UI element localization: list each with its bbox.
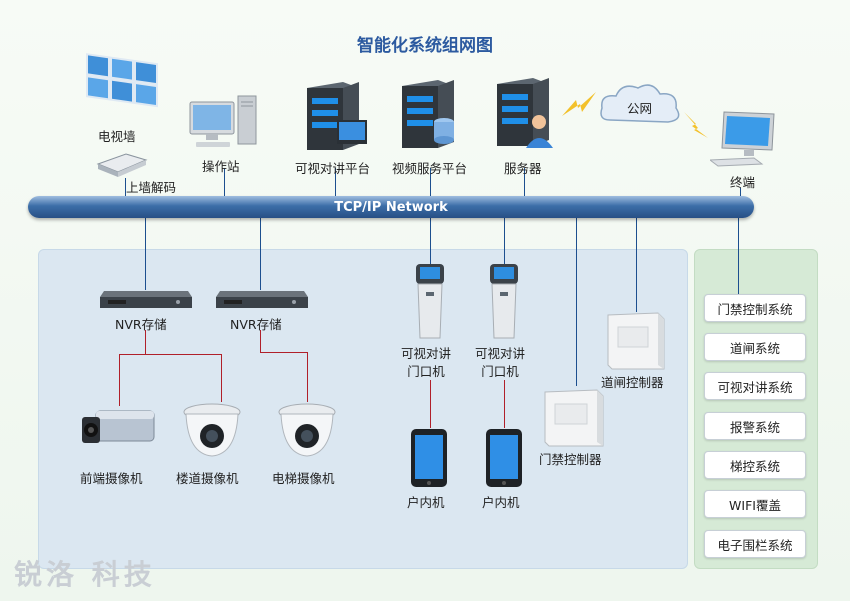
door-intercom-2-label: 可视对讲 门口机 [475, 346, 526, 379]
indoor-line-1 [430, 380, 431, 428]
link-nvr-2 [260, 218, 261, 290]
gate-controller-label: 道闸控制器 [601, 375, 664, 390]
link-intercom-platform [335, 168, 336, 198]
subsystem-elevator-control: 梯控系统 [704, 451, 806, 479]
link-nvr-1 [145, 218, 146, 290]
link-gate-controller [636, 218, 637, 312]
indoor-unit-2-label: 户内机 [482, 495, 520, 510]
elevator-camera-label: 电梯摄像机 [272, 471, 335, 486]
front-camera-line [119, 354, 120, 406]
nvr2-down-line [260, 330, 261, 352]
brand-logo: 锐洛 科技 [14, 558, 156, 591]
subsystem-alarm: 报警系统 [704, 412, 806, 440]
server-icon [493, 76, 559, 152]
indoor-unit-1-label: 户内机 [407, 495, 445, 510]
link-decoder [125, 178, 126, 198]
door-intercom-2-icon [486, 262, 522, 342]
terminal-icon [710, 110, 782, 168]
nvr-1-icon [98, 289, 194, 311]
front-camera-label: 前端摄像机 [80, 471, 143, 486]
link-access-controller [576, 218, 577, 386]
link-workstation [224, 168, 225, 198]
access-controller-label: 门禁控制器 [539, 452, 602, 467]
link-intercom-1 [430, 218, 431, 264]
corridor-camera-label: 楼道摄像机 [176, 471, 239, 486]
intercom-platform-label: 可视对讲平台 [295, 161, 371, 176]
indoor-unit-2-icon [484, 427, 524, 489]
workstation-icon [188, 92, 260, 154]
subsystem-gate: 道闸系统 [704, 333, 806, 361]
workstation-label: 操作站 [202, 159, 240, 174]
nvr1-camera-bus [119, 354, 222, 355]
nvr1-down-line [145, 330, 146, 354]
link-subsystems [738, 218, 739, 294]
door-intercom-1-icon [412, 262, 448, 342]
front-camera-icon [78, 403, 158, 451]
elevator-dome-camera-icon [275, 400, 339, 460]
access-controller-icon [543, 388, 605, 448]
lightning-icon [560, 86, 600, 126]
nvr2-camera-bus [260, 352, 308, 353]
subsystem-video-intercom: 可视对讲系统 [704, 372, 806, 400]
subsystem-access-control: 门禁控制系统 [704, 294, 806, 322]
nvr-1-label: NVR存储 [115, 317, 167, 332]
intercom-platform-server-icon [303, 80, 373, 152]
elevator-camera-line [307, 352, 308, 402]
video-platform-label: 视频服务平台 [392, 161, 468, 176]
indoor-line-2 [504, 380, 505, 428]
video-platform-server-icon [398, 78, 462, 150]
terminal-label: 终端 [730, 175, 756, 190]
lightning-icon-2 [682, 108, 710, 142]
video-wall-label: 电视墙 [98, 129, 136, 144]
cloud-icon [596, 80, 684, 132]
subsystem-electric-fence: 电子围栏系统 [704, 530, 806, 558]
nvr-2-icon [214, 289, 310, 311]
network-label: TCP/IP Network [334, 199, 448, 215]
server-label: 服务器 [504, 161, 542, 176]
link-terminal [740, 188, 741, 198]
tcp-ip-network-bus: TCP/IP Network [28, 196, 754, 218]
decoder-icon [96, 150, 148, 178]
door-intercom-1-label: 可视对讲 门口机 [401, 346, 452, 379]
link-server [524, 168, 525, 198]
video-wall-icon [85, 52, 163, 124]
nvr-2-label: NVR存储 [230, 317, 282, 332]
internet-label: 公网 [627, 101, 653, 116]
link-video-platform [430, 168, 431, 198]
corridor-camera-line [221, 354, 222, 402]
indoor-unit-1-icon [409, 427, 449, 489]
link-intercom-2 [504, 218, 505, 264]
subsystem-wifi: WIFI覆盖 [704, 490, 806, 518]
decoder-label: 上墙解码 [126, 180, 177, 195]
gate-controller-icon [606, 311, 666, 371]
corridor-dome-camera-icon [180, 400, 244, 460]
diagram-title: 智能化系统组网图 [357, 36, 493, 56]
